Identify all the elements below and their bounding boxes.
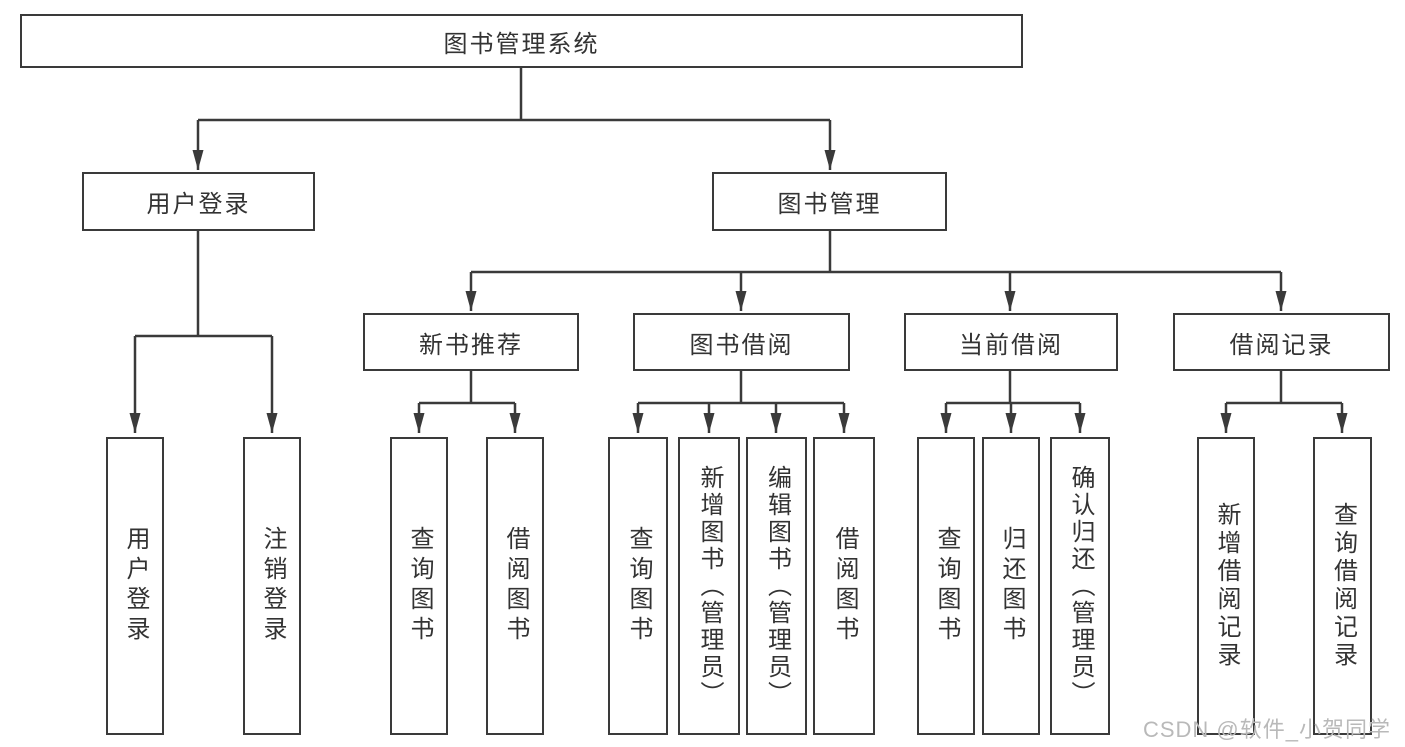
node-book-management: 图书管理 xyxy=(712,172,947,231)
leaf-user-login: 用户登录 xyxy=(106,437,164,735)
node-new-book-recommend: 新书推荐 xyxy=(363,313,579,371)
leaf-query-books-current: 查询图书 xyxy=(917,437,975,735)
leaf-borrow-books-recommend: 借阅图书 xyxy=(486,437,544,735)
node-user-login: 用户登录 xyxy=(82,172,315,231)
leaf-edit-books-admin: 编辑图书（管理员） xyxy=(746,437,807,735)
leaf-confirm-return-admin: 确认归还（管理员） xyxy=(1050,437,1110,735)
leaf-logout: 注销登录 xyxy=(243,437,301,735)
node-current-borrow: 当前借阅 xyxy=(904,313,1118,371)
leaf-query-books-borrow: 查询图书 xyxy=(608,437,668,735)
node-borrow-records: 借阅记录 xyxy=(1173,313,1390,371)
leaf-return-books: 归还图书 xyxy=(982,437,1040,735)
leaf-query-borrow-record: 查询借阅记录 xyxy=(1313,437,1372,735)
leaf-add-books-admin: 新增图书（管理员） xyxy=(678,437,740,735)
leaf-borrow-books: 借阅图书 xyxy=(813,437,875,735)
leaf-add-borrow-record: 新增借阅记录 xyxy=(1197,437,1255,735)
node-library-management-system: 图书管理系统 xyxy=(20,14,1023,68)
node-book-borrow: 图书借阅 xyxy=(633,313,850,371)
csdn-watermark: CSDN @软件_小贺同学 xyxy=(1142,717,1391,742)
leaf-query-books-recommend: 查询图书 xyxy=(390,437,448,735)
